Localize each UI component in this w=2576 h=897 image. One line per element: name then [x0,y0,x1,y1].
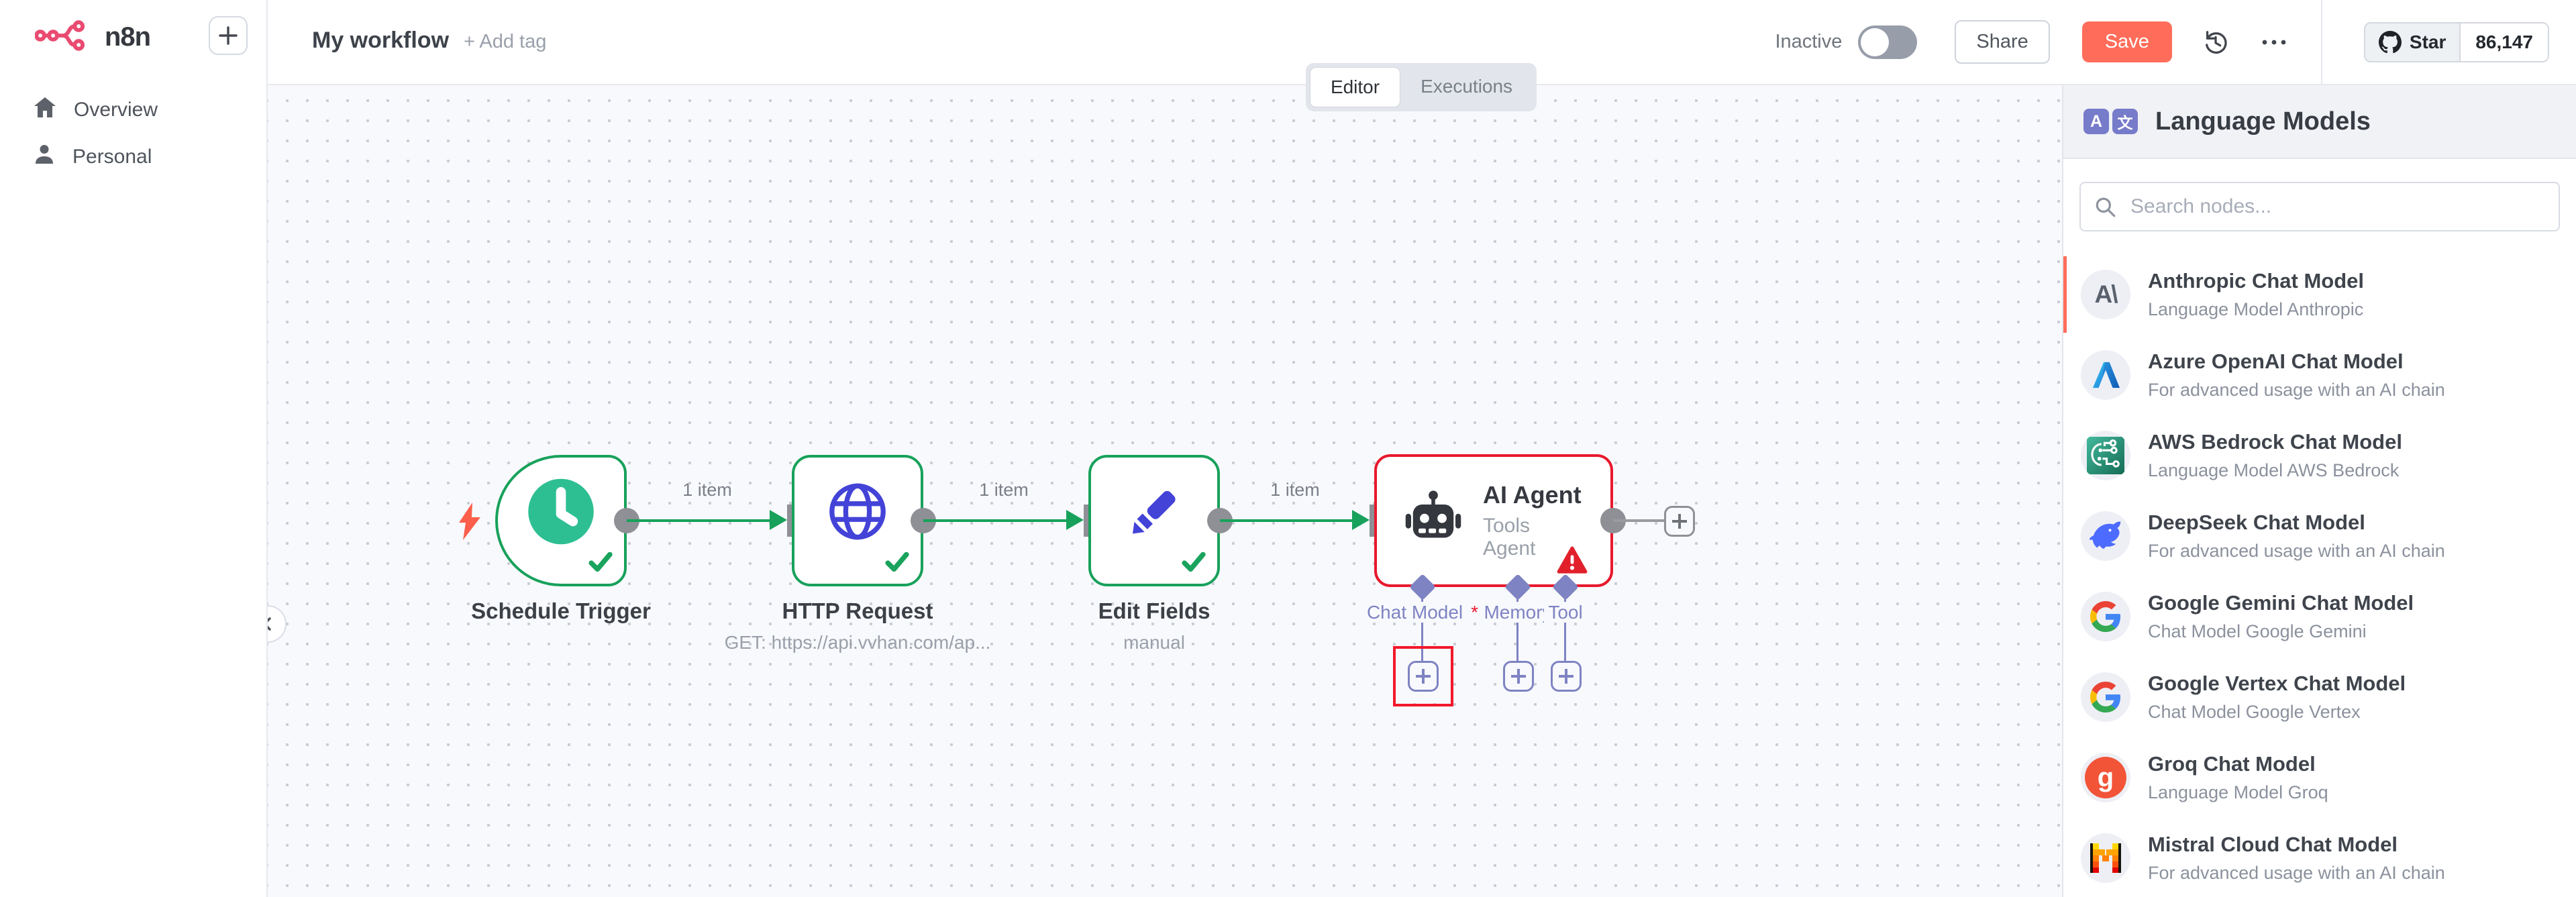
active-toggle[interactable] [1858,25,1918,59]
trigger-bolt-icon [457,503,482,543]
logo-row: n8n [0,0,266,54]
node-ai-agent[interactable]: AI Agent Tools Agent [1374,454,1613,587]
add-memory-button[interactable] [1503,661,1534,692]
more-options-icon[interactable] [2259,38,2289,46]
github-star-label: Star [2409,31,2446,52]
workflow-status-label: Inactive [1775,31,1843,52]
success-check-icon [1181,551,1206,576]
node-edit-fields[interactable] [1088,455,1220,586]
sidebar-item-label: Overview [74,99,158,121]
app-logo-text: n8n [105,22,151,52]
save-button[interactable]: Save [2081,21,2172,62]
github-icon [2378,30,2402,53]
github-star-button[interactable]: Star [2365,23,2460,61]
connection-line[interactable] [923,519,1068,522]
editor-executions-tabs: Editor Executions [1305,63,1537,111]
node-schedule-trigger[interactable] [495,455,627,586]
tool-label: Tool [1498,602,1633,623]
search-wrap [2079,182,2560,231]
search-nodes-input[interactable] [2079,182,2560,231]
node-label-edit-fields: Edit Fields manual [1098,598,1210,653]
anthropic-icon: A\ [2081,270,2130,319]
n8n-logo-icon [34,20,94,54]
node-label-http-request: HTTP Request GET: https://api.vvhan.com/… [724,598,991,653]
pencil-icon [1123,480,1185,545]
aws-bedrock-icon [2081,431,2130,480]
tab-executions[interactable]: Executions [1421,76,1513,97]
node-subtitle: Tools Agent [1483,515,1536,560]
connection-arrow [770,510,787,530]
google-icon [2081,592,2130,641]
azure-icon [2081,350,2130,400]
node-http-request[interactable] [792,455,923,586]
warning-icon [1557,546,1588,578]
list-item-google-gemini[interactable]: Google Gemini Chat Model Chat Model Goog… [2063,576,2576,657]
list-item-azure-openai[interactable]: Azure OpenAI Chat Model For advanced usa… [2063,335,2576,415]
connection-items-label: 1 item [1270,480,1320,500]
tab-editor[interactable]: Editor [1309,67,1401,107]
node-label-schedule-trigger: Schedule Trigger [471,598,651,623]
add-tool-button[interactable] [1551,661,1582,692]
deepseek-icon [2081,511,2130,561]
required-asterisk: * [1467,602,1483,623]
memory-label: Memory [1417,602,1618,623]
github-star-count: 86,147 [2459,23,2548,61]
connection-arrow [1352,510,1370,530]
home-icon [34,97,56,123]
topbar: My workflow + Add tag Editor Executions … [268,0,2576,111]
new-workflow-button[interactable] [209,16,248,55]
memory-connector [1516,586,1518,662]
sidebar-item-label: Personal [72,146,152,168]
globe-icon [826,480,889,546]
list-item-groq[interactable]: g Groq Chat Model Language Model Groq [2063,737,2576,818]
topbar-divider [2320,0,2322,85]
groq-icon: g [2081,753,2130,802]
panel-title: Language Models [2155,107,2371,136]
chat-model-highlight-box [1393,646,1453,706]
google-icon [2081,672,2130,722]
success-check-icon [588,551,613,576]
pending-connection-line [1613,519,1664,522]
connection-items-label: 1 item [979,480,1029,500]
mistral-icon [2081,833,2130,883]
list-item-deepseek[interactable]: DeepSeek Chat Model For advanced usage w… [2063,496,2576,576]
chat-model-connector [1421,586,1423,662]
add-chat-model-button[interactable] [1408,661,1439,692]
sidebar-item-personal[interactable]: Personal [0,134,266,180]
robot-icon [1404,490,1463,552]
sidebar-nav: Overview Personal [0,87,266,180]
history-icon[interactable] [2202,28,2230,56]
workflow-title[interactable]: My workflow [312,28,450,53]
sidebar-item-overview[interactable]: Overview [0,87,266,134]
search-icon [2094,196,2117,222]
list-item-mistral[interactable]: Mistral Cloud Chat Model For advanced us… [2063,818,2576,897]
github-star-widget[interactable]: Star 86,147 [2363,21,2549,62]
add-tag-button[interactable]: + Add tag [464,31,547,52]
agent-node-texts: AI Agent Tools Agent [1483,481,1584,560]
add-node-button[interactable] [1664,506,1695,537]
person-icon [34,144,55,170]
topbar-right-group: Inactive Share Save Star 86,147 [1775,0,2549,85]
nodes-panel: A文 Language Models A\ Anthropic Chat Mod… [2062,85,2576,897]
list-item-anthropic[interactable]: A\ Anthropic Chat Model Language Model A… [2063,254,2576,335]
chat-model-label: Chat Model* [1308,602,1537,623]
node-title: AI Agent [1483,481,1582,509]
connection-items-label: 1 item [682,480,732,500]
clock-icon [526,476,596,549]
tool-connector [1564,586,1566,662]
connection-line[interactable] [627,519,771,522]
share-button[interactable]: Share [1955,20,2050,64]
list-item-aws-bedrock[interactable]: AWS Bedrock Chat Model Language Model AW… [2063,415,2576,496]
sidebar: n8n Overview Personal [0,0,268,897]
connection-line[interactable] [1220,519,1353,522]
success-check-icon [884,551,910,576]
connection-arrow [1066,510,1084,530]
workflow-canvas[interactable]: 1 item 1 item [249,85,2062,897]
toggle-knob [1861,28,1890,56]
list-item-google-vertex[interactable]: Google Vertex Chat Model Chat Model Goog… [2063,657,2576,737]
node-list: A\ Anthropic Chat Model Language Model A… [2063,254,2576,897]
